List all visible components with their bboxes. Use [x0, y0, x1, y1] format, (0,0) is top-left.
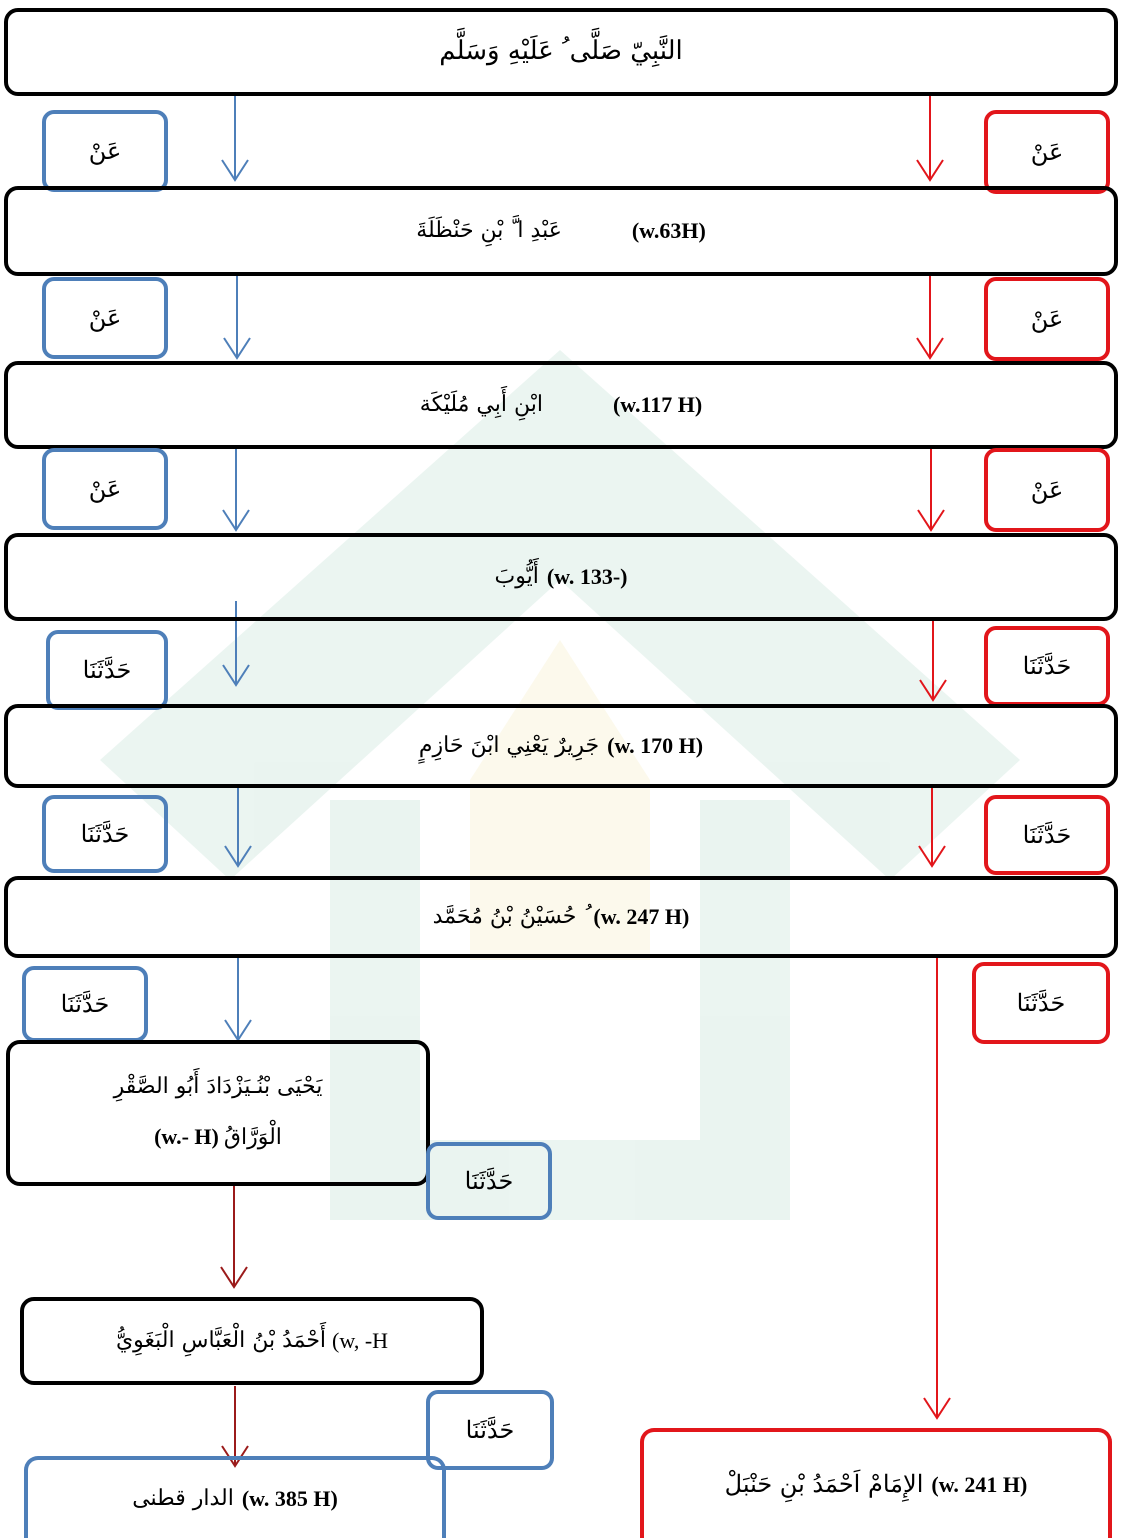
connector-label: عَنْ	[1030, 476, 1064, 504]
connector-an-red-1: عَنْ	[984, 110, 1110, 194]
connector-an-red-3: عَنْ	[984, 448, 1110, 532]
node-jarir-name: جَرِيرٌ يَعْنِي ابْنَ حَازِمٍ	[418, 732, 600, 758]
node-prophet: النَّبِيّ صَلَّى ُ عَلَيْهِ وَسَلَّم	[4, 8, 1118, 96]
connector-label: حَدَّثَنَا	[82, 656, 132, 684]
connector-haddathana-blue-4: حَدَّثَنَا	[426, 1142, 552, 1220]
connector-haddathana-red-2: حَدَّثَنَا	[984, 795, 1110, 875]
node-prophet-name: النَّبِيّ صَلَّى ُ عَلَيْهِ وَسَلَّم	[439, 36, 683, 67]
node-abdullah-year: (w.63H)	[631, 218, 706, 243]
node-yahya-line1: يَحْيَى بْنُـيَزْدَادَ أَبُو الصَّقْرِ	[113, 1074, 323, 1100]
connector-label: عَنْ	[88, 304, 122, 332]
node-husain: ُ حُسَيْنُ بْنُ مُحَمَّد (w. 247 H)	[4, 876, 1118, 958]
node-ayyub: أَيُّوبَ (w. 133-)	[4, 533, 1118, 621]
node-jarir-year: (w. 170 H)	[607, 733, 704, 758]
node-ahmad-baghawi-name: أَحْمَدُ بْنُ الْعَبَّاسِ الْبَغَوِيُّ	[115, 1327, 327, 1353]
connector-label: حَدَّثَنَا	[1022, 652, 1072, 680]
node-yahya-year: (w.- H)	[154, 1124, 219, 1149]
connector-haddathana-blue-5: حَدَّثَنَا	[426, 1390, 554, 1470]
connector-an-red-2: عَنْ	[984, 277, 1110, 361]
node-abdullah-name: عَبْدِ ا َّ بْنِ حَنْظَلَةَ	[416, 217, 562, 243]
connector-haddathana-blue-1: حَدَّثَنَا	[46, 630, 168, 710]
node-ayyub-year: (w. 133-)	[546, 564, 628, 589]
connector-label: حَدَّثَنَا	[60, 990, 110, 1018]
node-yahya-name: الْوَرَّاقُ	[223, 1125, 282, 1150]
connector-label: عَنْ	[1030, 305, 1064, 333]
node-daraqutni: الدار قطنى (w. 385 H)	[24, 1456, 446, 1538]
connector-an-blue-1: عَنْ	[42, 110, 168, 192]
connector-an-blue-2: عَنْ	[42, 277, 168, 359]
connector-label: حَدَّثَنَا	[80, 820, 130, 848]
node-jarir: جَرِيرٌ يَعْنِي ابْنَ حَازِمٍ (w. 170 H)	[4, 704, 1118, 788]
node-daraqutni-year: (w. 385 H)	[241, 1486, 338, 1511]
connector-label: حَدَّثَنَا	[1022, 821, 1072, 849]
connector-label: حَدَّثَنَا	[1016, 989, 1066, 1017]
node-daraqutni-name: الدار قطنى	[132, 1485, 234, 1511]
connector-label: عَنْ	[1030, 138, 1064, 166]
connector-haddathana-red-3: حَدَّثَنَا	[972, 962, 1110, 1044]
node-abdullah: عَبْدِ ا َّ بْنِ حَنْظَلَةَ (w.63H)	[4, 186, 1118, 276]
node-ibn-abi-mulaikah-year: (w.117 H)	[612, 392, 703, 417]
node-imam-ahmad-year: (w. 241 H)	[931, 1472, 1028, 1497]
connector-label: عَنْ	[88, 475, 122, 503]
node-yahya: يَحْيَى بْنُـيَزْدَادَ أَبُو الصَّقْرِ (…	[6, 1040, 430, 1186]
node-ibn-abi-mulaikah-name: ابْنِ أَبِي مُلَيْكَة	[419, 391, 543, 417]
node-ibn-abi-mulaikah: ابْنِ أَبِي مُلَيْكَة (w.117 H)	[4, 361, 1118, 449]
connector-an-blue-3: عَنْ	[42, 448, 168, 530]
connector-haddathana-blue-2: حَدَّثَنَا	[42, 795, 168, 873]
node-imam-ahmad: الإِمَامْ اَحْمَدُ بْنِ حَنْبَلْ (w. 241…	[640, 1428, 1112, 1538]
node-ahmad-baghawi-year: (w, -H	[332, 1328, 389, 1353]
node-husain-name: ُ حُسَيْنُ بْنُ مُحَمَّد	[432, 903, 584, 929]
connector-haddathana-red-1: حَدَّثَنَا	[984, 626, 1110, 706]
node-ayyub-name: أَيُّوبَ	[494, 563, 539, 589]
node-ahmad-baghawi: أَحْمَدُ بْنُ الْعَبَّاسِ الْبَغَوِيُّ (…	[20, 1297, 484, 1385]
node-husain-year: (w. 247 H)	[593, 904, 690, 929]
node-imam-ahmad-name: الإِمَامْ اَحْمَدُ بْنِ حَنْبَلْ	[724, 1470, 924, 1499]
connector-label: عَنْ	[88, 137, 122, 165]
connector-label: حَدَّثَنَا	[465, 1416, 515, 1444]
connector-haddathana-blue-3: حَدَّثَنَا	[22, 966, 148, 1042]
connector-label: حَدَّثَنَا	[464, 1167, 514, 1195]
